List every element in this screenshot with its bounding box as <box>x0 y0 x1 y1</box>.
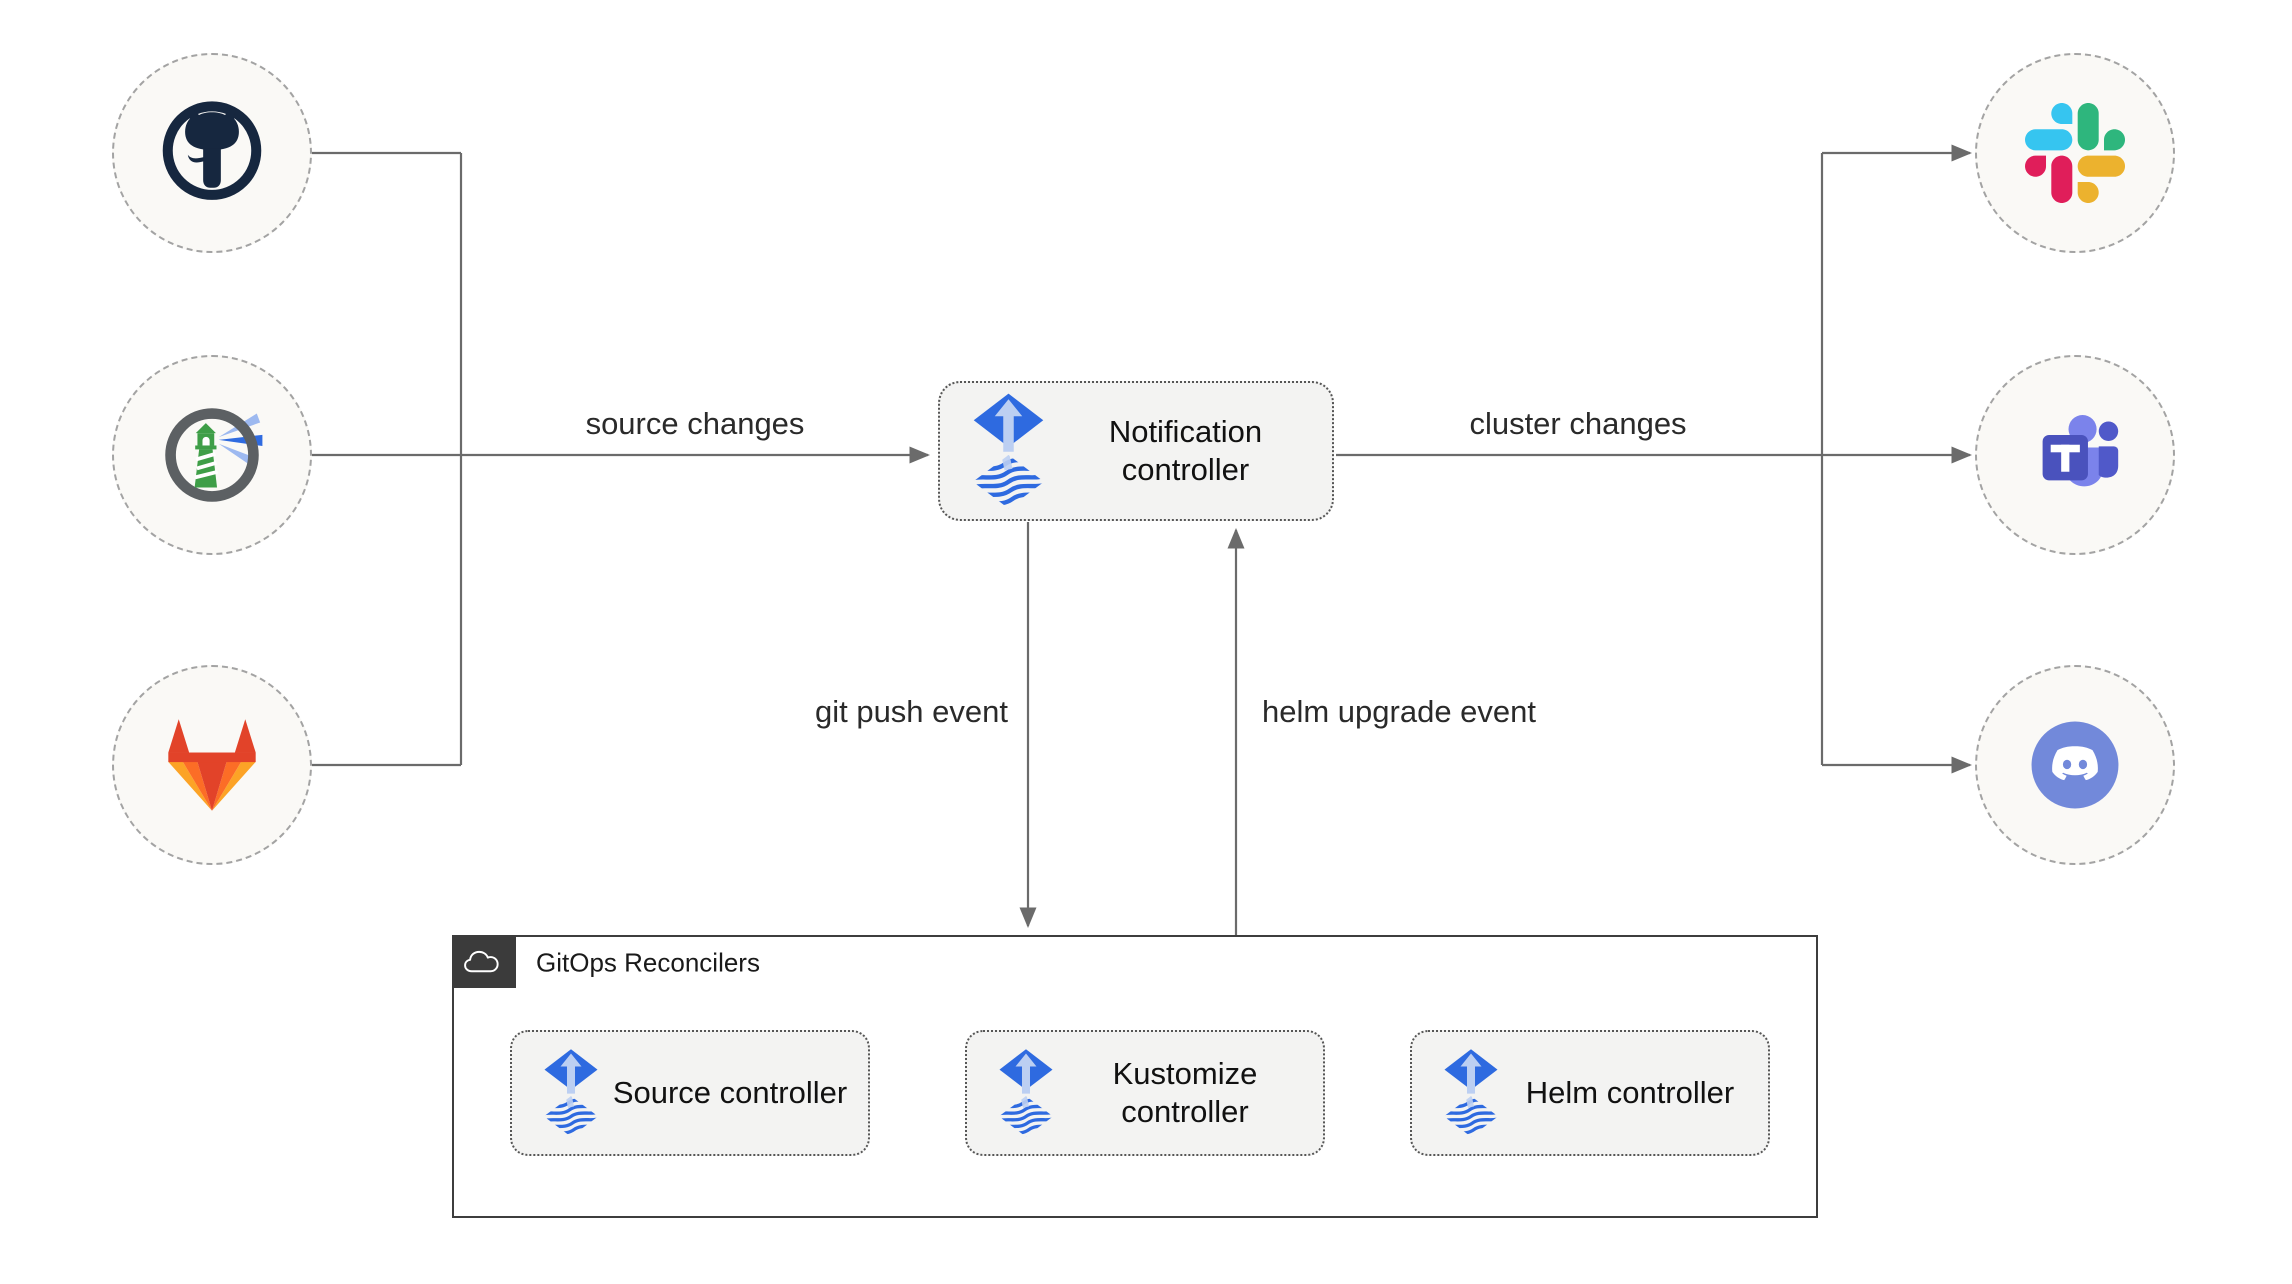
target-node-discord <box>1975 665 2175 865</box>
node-helm-controller: Helm controller <box>1410 1030 1770 1156</box>
source-node-gitlab <box>112 665 312 865</box>
flux-icon <box>540 1048 602 1138</box>
source-node-github <box>112 53 312 253</box>
group-label: GitOps Reconcilers <box>536 947 760 978</box>
target-node-microsoft-teams <box>1975 355 2175 555</box>
node-label: Source controller <box>612 1075 848 1111</box>
slack-icon <box>2025 103 2125 203</box>
flux-icon <box>968 392 1049 510</box>
github-icon <box>162 101 262 200</box>
node-kustomize-controller: Kustomize controller <box>965 1030 1325 1156</box>
edge-label-helm-upgrade-event: helm upgrade event <box>1262 694 1537 729</box>
harbor-icon <box>165 408 263 502</box>
node-label: Kustomize controller <box>1112 1056 1258 1129</box>
cloud-icon <box>464 950 499 972</box>
edge-label-git-push-event: git push event <box>814 694 1008 729</box>
flux-icon <box>995 1048 1057 1138</box>
node-label: Helm controller <box>1525 1075 1735 1111</box>
gitlab-icon <box>168 719 256 811</box>
source-node-harbor <box>112 355 312 555</box>
flux-icon <box>1440 1048 1502 1138</box>
node-source-controller: Source controller <box>510 1030 870 1156</box>
node-notification-controller: Notification controller <box>938 381 1334 521</box>
microsoft-teams-icon <box>2042 415 2119 487</box>
edge-label-cluster-changes: cluster changes <box>1469 406 1687 441</box>
edge-label-source-changes: source changes <box>585 406 805 441</box>
node-label: Notification controller <box>1108 414 1263 487</box>
discord-icon <box>2031 721 2119 809</box>
source-merge-lines <box>312 151 463 767</box>
group-badge <box>452 935 516 988</box>
target-node-slack <box>1975 53 2175 253</box>
